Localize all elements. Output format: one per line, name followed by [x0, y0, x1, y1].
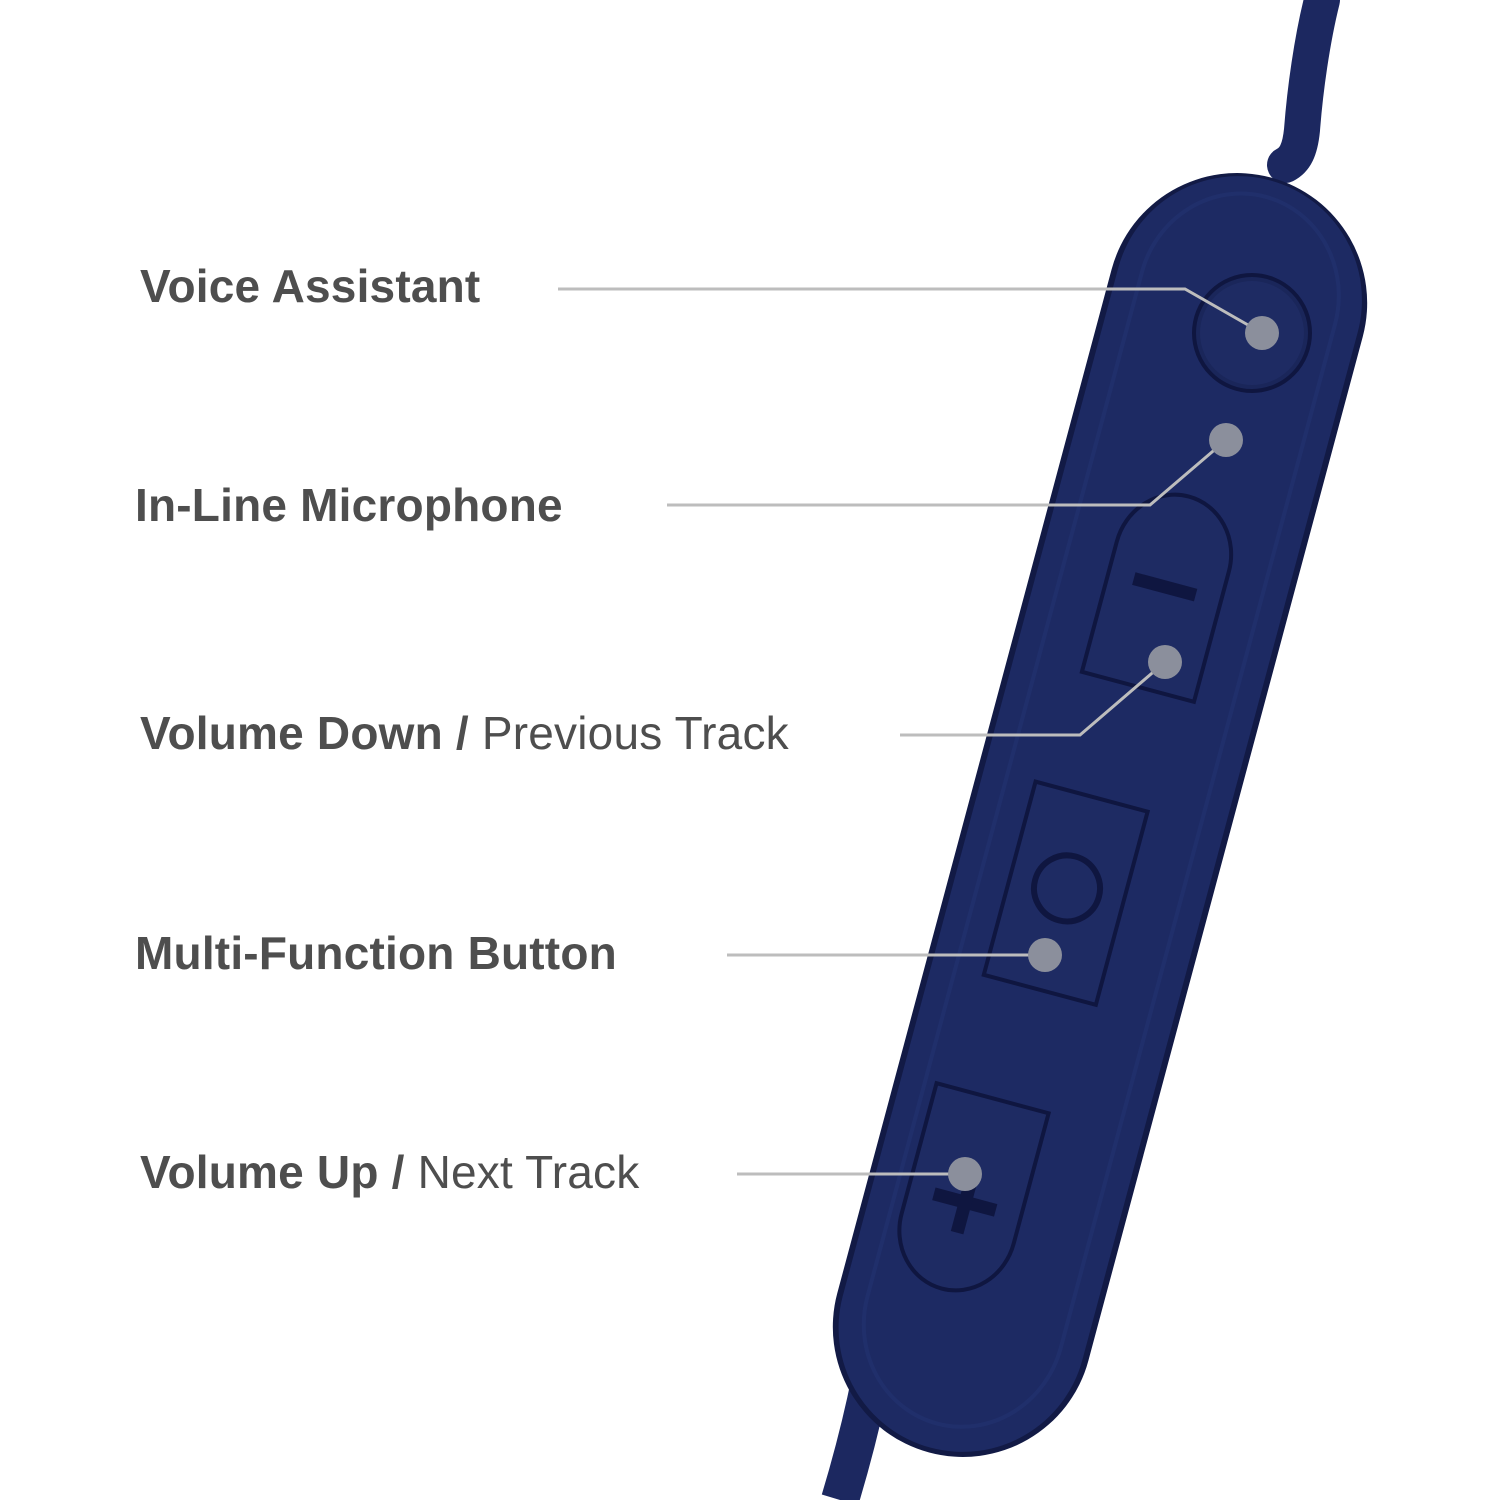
callout-volume-down-bold: Volume Down / — [140, 707, 482, 759]
callout-voice-assistant-bold: Voice Assistant — [140, 260, 481, 312]
callout-in-line-microphone: In-Line Microphone — [135, 482, 563, 528]
upper-cable — [1267, 0, 1340, 183]
circle-ring-icon — [1031, 852, 1104, 925]
callout-volume-up-bold: Volume Up / — [140, 1146, 418, 1198]
marker-dot-multi-function — [1028, 938, 1062, 972]
marker-dot-volume-down — [1148, 645, 1182, 679]
callout-in-line-microphone-bold: In-Line Microphone — [135, 479, 563, 531]
callout-multi-function-button-bold: Multi-Function Button — [135, 927, 617, 979]
leader-line-voice-assistant — [558, 287, 1263, 335]
callout-multi-function-button: Multi-Function Button — [135, 930, 617, 976]
minus-sign-icon — [1132, 572, 1198, 602]
multi-function-button[interactable] — [981, 779, 1151, 1008]
callout-volume-down: Volume Down / Previous Track — [140, 710, 789, 756]
marker-dot-voice-assistant — [1245, 316, 1279, 350]
volume-down-button[interactable] — [1079, 482, 1245, 705]
leader-line-volume-down — [900, 660, 1166, 737]
callout-volume-up: Volume Up / Next Track — [140, 1149, 639, 1195]
callout-volume-up-regular: Next Track — [417, 1146, 640, 1198]
leader-line-microphone — [667, 438, 1227, 507]
callout-voice-assistant: Voice Assistant — [140, 263, 480, 309]
callout-volume-down-regular: Previous Track — [481, 707, 789, 759]
marker-dot-volume-up — [948, 1157, 982, 1191]
marker-dot-microphone — [1209, 423, 1243, 457]
